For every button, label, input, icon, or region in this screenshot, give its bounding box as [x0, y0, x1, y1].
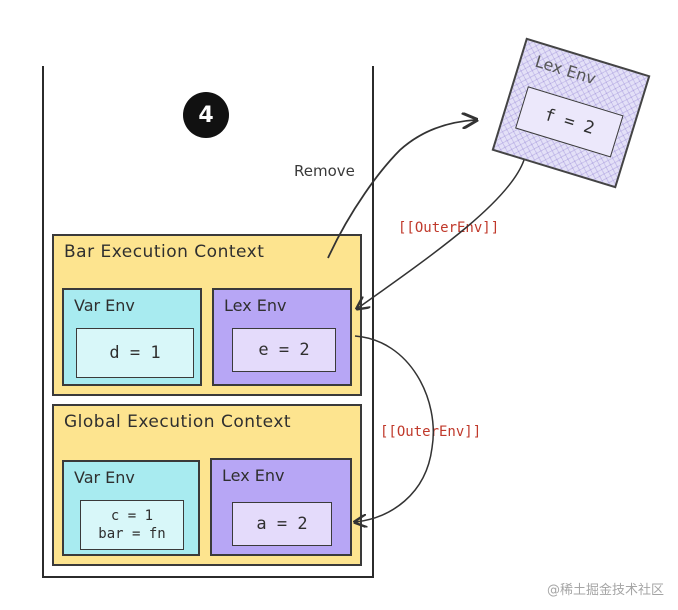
bar-var-env-title: Var Env [74, 296, 135, 315]
global-execution-context: Global Execution Context Var Env c = 1 b… [52, 404, 362, 566]
global-lex-env-value: a = 2 [232, 502, 332, 546]
global-var-env-value: c = 1 bar = fn [80, 500, 184, 550]
outer-env-label-bottom: [[OuterEnv]] [380, 424, 482, 440]
global-var-env-value-line1: c = 1 [110, 508, 154, 524]
outer-env-arrow-bottom [355, 335, 434, 522]
global-var-env-value-line2: bar = fn [98, 526, 166, 542]
watermark-text: @稀土掘金技术社区 [546, 583, 664, 598]
bar-execution-context: Bar Execution Context Var Env d = 1 Lex … [52, 234, 362, 396]
stack-left-wall [42, 66, 44, 578]
bar-lex-env: Lex Env e = 2 [212, 288, 352, 386]
outer-env-arrow-top [358, 159, 525, 308]
bar-var-env-value: d = 1 [76, 328, 194, 378]
global-context-title: Global Execution Context [64, 412, 292, 432]
global-lex-env-title: Lex Env [222, 466, 285, 485]
bar-lex-env-value: e = 2 [232, 328, 336, 372]
bar-var-env: Var Env d = 1 [62, 288, 202, 386]
global-var-env: Var Env c = 1 bar = fn [62, 460, 200, 556]
global-var-env-title: Var Env [74, 468, 135, 487]
remove-arrow [327, 120, 475, 259]
bar-lex-env-title: Lex Env [224, 296, 287, 315]
global-lex-env: Lex Env a = 2 [210, 458, 352, 556]
bar-context-title: Bar Execution Context [64, 242, 265, 262]
stack-right-wall [372, 66, 374, 578]
remove-label: Remove [294, 162, 355, 180]
bar-lex-env-value-text: e = 2 [258, 340, 310, 360]
bar-var-env-value-text: d = 1 [109, 343, 161, 363]
global-lex-env-value-text: a = 2 [256, 514, 308, 534]
outer-env-label-top: [[OuterEnv]] [398, 220, 500, 236]
step-badge-number: 4 [198, 102, 214, 128]
stack-bottom [42, 576, 374, 578]
step-badge: 4 [183, 92, 229, 138]
